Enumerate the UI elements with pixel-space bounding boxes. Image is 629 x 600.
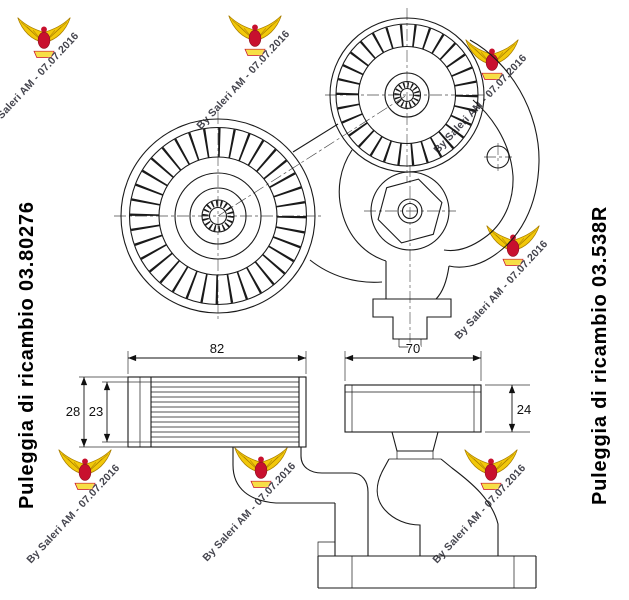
main-ribbed-pulley-front (120, 118, 316, 314)
dim-ribbed-pulley-total-height: 28 (66, 404, 80, 419)
dim-smooth-pulley-width: 70 (406, 341, 420, 356)
side-view-ribbed-pulley (127, 376, 369, 556)
arm-mounting-hole (486, 145, 510, 169)
dimension-annotations: 82 70 28 23 24 (64, 340, 533, 448)
dim-ribbed-pulley-width: 82 (210, 341, 224, 356)
side-view-smooth-pulley-and-base (317, 384, 537, 589)
tensioner-arm-body-front (292, 39, 540, 348)
dim-smooth-pulley-height: 24 (517, 402, 531, 417)
right-part-code-label: Puleggia di ricambio 03.538R (589, 205, 611, 505)
hex-boss-front (370, 171, 450, 251)
centerlines (114, 8, 512, 352)
left-part-code-label: Puleggia di ricambio 03.80276 (16, 201, 38, 509)
dim-ribbed-pulley-rib-height: 23 (89, 404, 103, 419)
